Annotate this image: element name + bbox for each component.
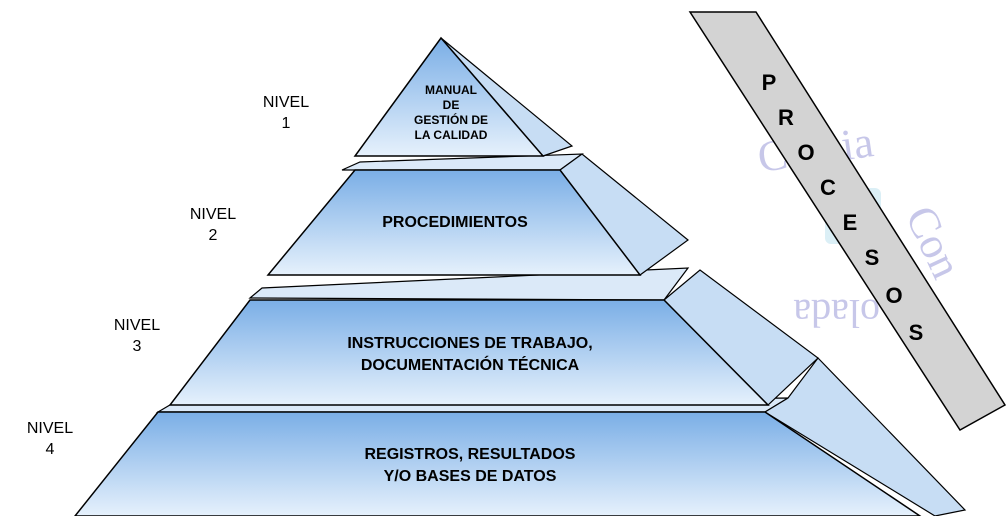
level-1-number: 1 [281,115,291,132]
level-4-number: 4 [45,441,55,458]
procesos-letter-2: R [778,105,794,130]
tier-3 [168,267,819,406]
tier-4-front [74,411,922,516]
level-2-number: 2 [208,227,218,244]
tier-1-line-3: GESTIÓN DE [413,113,488,127]
tier-1-line-2: DE [442,98,460,112]
tier-4-line-2: Y/O BASES DE DATOS [383,468,557,485]
tier-2-text: PROCEDIMIENTOS [330,213,580,233]
procesos-letter-3: O [797,140,815,165]
tier-2-line-1: PROCEDIMIENTOS [382,214,528,231]
procesos-letter-4: C [820,175,836,200]
level-label-3: NIVEL 3 [92,315,182,357]
level-label-4: NIVEL 4 [5,418,95,460]
level-3-word: NIVEL [113,317,161,334]
level-3-number: 3 [132,338,142,355]
procesos-letter-6: S [864,245,880,270]
tier-3-text: INSTRUCCIONES DE TRABAJO, DOCUMENTACIÓN … [280,333,660,377]
tier-4-side [763,357,967,516]
tier-2-front [266,169,642,276]
tier-4-line-1: REGISTROS, RESULTADOS [364,446,576,463]
tier-1-front [353,36,545,157]
level-2-word: NIVEL [189,206,237,223]
tier-1-line-4: LA CALIDAD [414,128,488,142]
tier-3-front [168,299,770,406]
procesos-band [688,11,1006,431]
tier-3-line-1: INSTRUCCIONES DE TRABAJO, [347,335,593,352]
tier-1-text: MANUAL DE GESTIÓN DE LA CALIDAD [391,83,511,143]
level-4-word: NIVEL [26,420,74,437]
watermark-line-3: olada [793,291,880,336]
level-label-1: NIVEL 1 [241,92,331,134]
tier-1 [353,36,574,157]
procesos-letter-8: S [908,320,924,345]
tier-1-line-1: MANUAL [425,83,477,97]
level-1-word: NIVEL [262,94,310,111]
tier-2 [266,153,689,276]
tier-3-line-2: DOCUMENTACIÓN TÉCNICA [360,357,580,374]
procesos-letter-7: O [885,283,903,308]
tier-4-text: REGISTROS, RESULTADOS Y/O BASES DE DATOS [290,444,650,488]
procesos-letter-1: P [761,70,777,95]
level-label-2: NIVEL 2 [168,204,258,246]
procesos-letter-5: E [842,210,858,235]
